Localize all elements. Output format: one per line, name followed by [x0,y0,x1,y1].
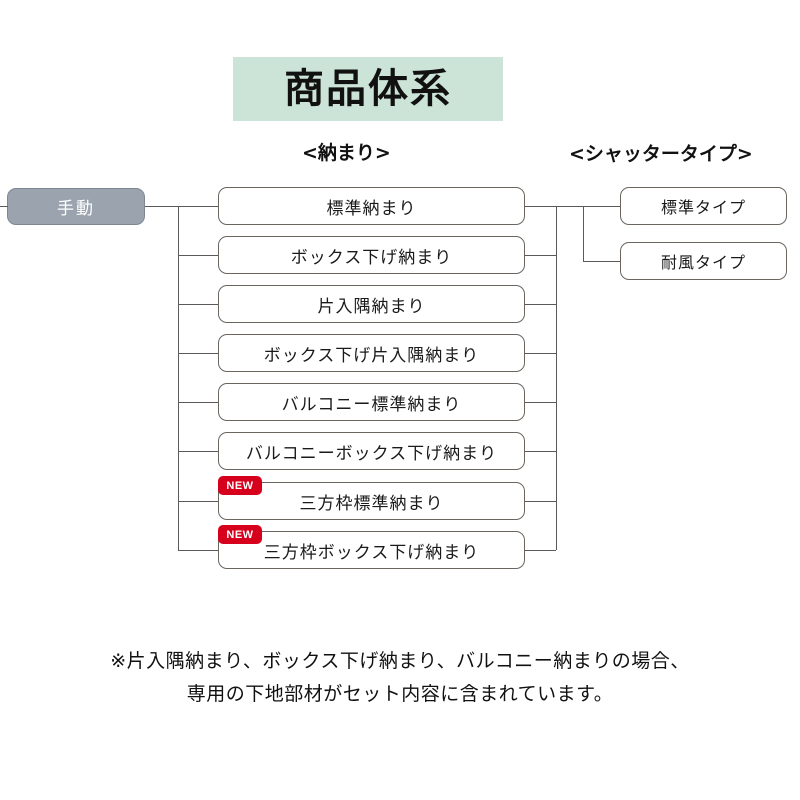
node-label-osamari-3: 片入隅納まり [317,296,426,317]
node-box-osamari-5[interactable]: バルコニー標準納まり [218,383,525,421]
root-node-manual[interactable]: 手動 [7,188,145,225]
node-label-osamari-2: ボックス下げ納まり [290,247,453,268]
connector-shutter-branch-1 [583,206,620,207]
node-label-osamari-7: 三方枠標準納まり [299,493,444,514]
node-box-osamari-1[interactable]: 標準納まり [218,187,525,225]
connector-branch-left-2 [178,255,218,256]
connector-branch-right-7 [525,501,556,502]
node-box-shutter-1[interactable]: 標準タイプ [620,187,787,225]
footnote-line-1: ※片入隅納まり、ボックス下げ納まり、バルコニー納まりの場合、 [110,650,690,672]
connector-shutter-branch-2 [583,261,620,262]
connector-branch-right-3 [525,304,556,305]
node-box-shutter-2[interactable]: 耐風タイプ [620,242,787,280]
page-title-banner: 商品体系 [233,57,503,121]
connector-branch-left-1 [178,206,218,207]
connector-osamari-trunk [178,206,179,550]
new-badge-osamari-8: NEW [218,525,262,544]
footnote-line-2: 専用の下地部材がセット内容に含まれています。 [186,683,614,705]
connector-branch-right-2 [525,255,556,256]
connector-branch-left-3 [178,304,218,305]
node-label-osamari-1: 標準納まり [326,198,417,219]
node-box-osamari-6[interactable]: バルコニーボックス下げ納まり [218,432,525,470]
connector-root-stub-left [0,206,8,207]
node-label-shutter-1: 標準タイプ [660,198,746,217]
connector-branch-right-5 [525,402,556,403]
connector-branch-left-4 [178,353,218,354]
node-label-shutter-2: 耐風タイプ [660,253,746,272]
node-box-osamari-3[interactable]: 片入隅納まり [218,285,525,323]
new-badge-label: NEW [226,528,254,541]
root-node-label: 手動 [57,199,95,219]
connector-osamari-collector-trunk [556,206,557,550]
connector-branch-left-6 [178,451,218,452]
connector-branch-left-8 [178,550,218,551]
footnote: ※片入隅納まり、ボックス下げ納まり、バルコニー納まりの場合、 専用の下地部材がセ… [0,645,800,711]
node-label-osamari-6: バルコニーボックス下げ納まり [245,443,498,464]
node-label-osamari-8: 三方枠ボックス下げ納まり [263,542,480,563]
connector-shutter-trunk [583,206,584,261]
connector-collector-to-shutter [556,206,584,207]
node-box-osamari-2[interactable]: ボックス下げ納まり [218,236,525,274]
column-heading-shutter: <シャッタータイプ> [569,143,753,165]
connector-branch-right-6 [525,451,556,452]
connector-branch-left-7 [178,501,218,502]
connector-branch-right-8 [525,550,556,551]
connector-root-to-trunk [145,206,179,207]
node-box-osamari-7[interactable]: 三方枠標準納まり [218,482,525,520]
node-box-osamari-8[interactable]: 三方枠ボックス下げ納まり [218,531,525,569]
connector-branch-left-5 [178,402,218,403]
node-box-osamari-4[interactable]: ボックス下げ片入隅納まり [218,334,525,372]
connector-branch-right-1 [525,206,556,207]
node-label-osamari-4: ボックス下げ片入隅納まり [263,345,480,366]
page-title: 商品体系 [284,66,452,112]
new-badge-label: NEW [226,479,254,492]
node-label-osamari-5: バルコニー標準納まり [281,394,462,415]
new-badge-osamari-7: NEW [218,476,262,495]
connector-branch-right-4 [525,353,556,354]
column-heading-osamari: <納まり> [302,142,391,164]
